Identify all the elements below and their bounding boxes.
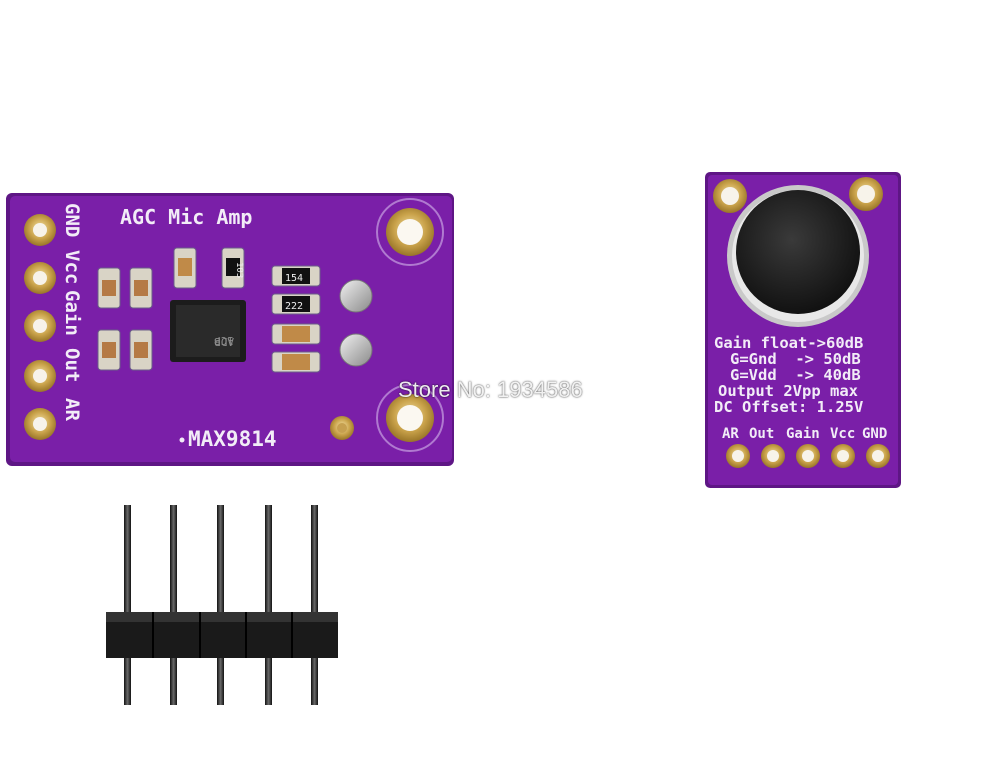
left-board-mounting-holes xyxy=(330,198,444,452)
microphone-board: Gain float->60dB G=Gnd -> 50dB G=Vdd -> … xyxy=(705,172,901,488)
info-line-2: G=Gnd -> 50dB xyxy=(730,350,861,368)
left-pin-label-gnd: GND xyxy=(61,203,83,237)
info-line-1: Gain float->60dB xyxy=(714,334,863,352)
right-board-pin-pads xyxy=(726,444,890,468)
left-pin-label-gain: Gain xyxy=(61,290,83,336)
store-watermark: Store No: 1934586 xyxy=(398,377,583,402)
info-line-4: Output 2Vpp max xyxy=(718,382,858,400)
info-line-5: DC Offset: 1.25V xyxy=(714,398,863,416)
right-pin-label-ar: AR xyxy=(722,426,739,442)
ic-marking-line-2: 1CP xyxy=(214,334,234,347)
resistor-marking-222: 222 xyxy=(285,301,303,312)
right-pin-label-gnd: GND xyxy=(862,426,887,442)
left-pin-label-out: Out xyxy=(61,348,83,382)
resistor-marking-154: 154 xyxy=(285,273,303,284)
left-pin-label-ar: AR xyxy=(61,398,83,421)
max9814-ic: ADB 1CP xyxy=(170,300,246,362)
left-board-pin-pads xyxy=(24,214,56,440)
chip-name-label: MAX9814 xyxy=(188,427,277,451)
left-pin-label-vcc: Vcc xyxy=(61,250,83,284)
right-pin-label-out: Out xyxy=(749,426,774,442)
smd-components: 103 154 222 xyxy=(97,247,321,373)
smd-marking-103: 103 xyxy=(234,262,244,278)
board-title: AGC Mic Amp xyxy=(120,205,252,229)
ic-marking-line-1: ADB xyxy=(214,335,234,348)
info-line-3: G=Vdd -> 40dB xyxy=(730,366,861,384)
pin-header xyxy=(106,505,338,705)
electret-microphone xyxy=(727,185,869,327)
right-pin-label-gain: Gain xyxy=(786,426,820,442)
max9814-breakout-board: GND Vcc Gain Out AR AGC Mic Amp 103 154 … xyxy=(6,193,454,466)
right-pin-label-vcc: Vcc xyxy=(830,426,855,442)
